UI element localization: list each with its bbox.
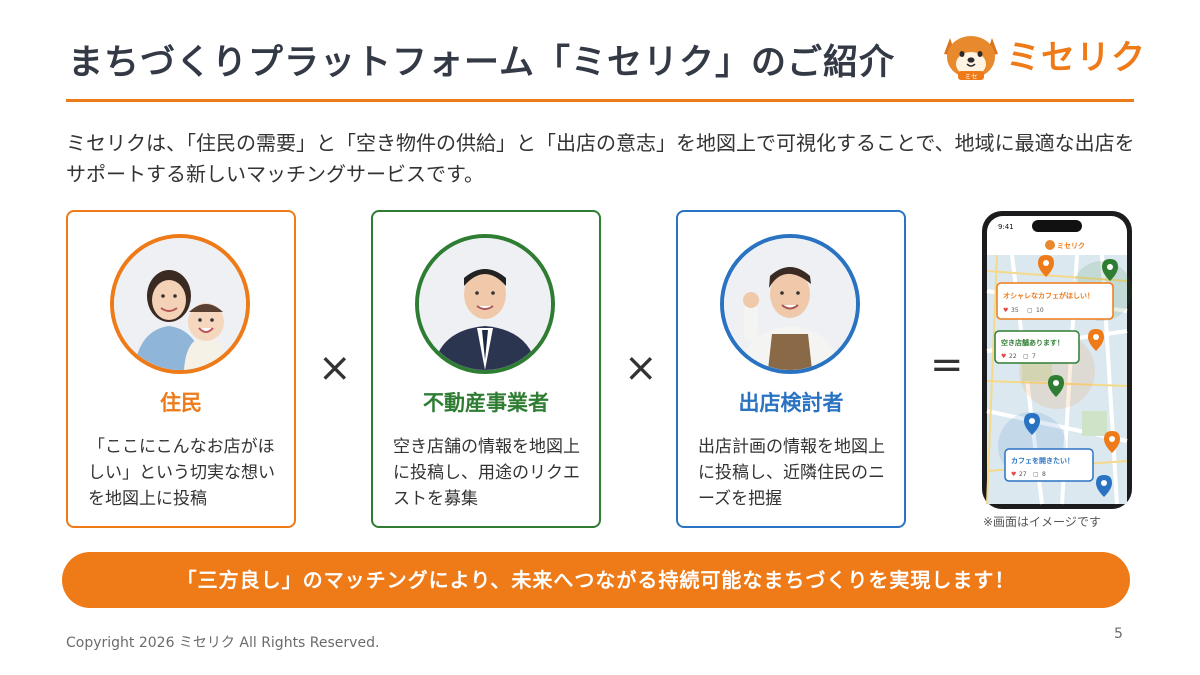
role-label: 住民 (160, 391, 202, 415)
page-number: 5 (1114, 626, 1123, 642)
heart-icon: ♥ (1001, 353, 1006, 360)
mother-child-icon (114, 238, 246, 370)
comment-count: 8 (1042, 471, 1046, 478)
image-note: ※画面はイメージです (983, 515, 1101, 529)
map-pin-icon[interactable] (1104, 431, 1120, 453)
post-bubble[interactable]: オシャレなカフェがほしい！ ♥ 35 ▢ 10 (996, 282, 1114, 320)
heart-icon: ♥ (1011, 471, 1016, 478)
role-description: 「ここにこんなお店がほしい」という切実な想いを地図上に投稿 (88, 437, 275, 509)
heart-icon: ♥ (1003, 307, 1008, 314)
role-label: 出店検討者 (738, 391, 844, 415)
logo-badge: ミセ (965, 73, 978, 81)
map-pin-icon[interactable] (1048, 375, 1064, 397)
equals-operator: = (930, 342, 964, 388)
summary-banner: 「三方良し」のマッチングにより、未来へつながる持続可能なまちづくりを実現します！ (62, 552, 1130, 608)
times-operator: × (318, 345, 352, 391)
card-store-planner: 出店検討者 出店計画の情報を地図上に投稿し、近隣住民のニーズを把握 (676, 210, 906, 528)
intro-text: ミセリクは、「住民の需要」と「空き物件の供給」と「出店の意志」を地図上で可視化す… (66, 131, 1135, 186)
shiba-dog-logo-icon: ミセ (944, 36, 998, 81)
chef-icon (724, 238, 856, 370)
post-text: カフェを開きたい！ (1011, 456, 1074, 465)
like-count: 22 (1009, 353, 1017, 360)
header-divider (66, 99, 1134, 102)
planner-photo (720, 234, 860, 374)
map-pin-icon[interactable] (1038, 255, 1054, 277)
comment-icon: ▢ (1023, 353, 1029, 360)
app-name: ミセリク (1057, 241, 1085, 250)
role-description: 出店計画の情報を地図上に投稿し、近隣住民のニーズを把握 (698, 437, 885, 509)
map-pin-icon[interactable] (1088, 329, 1104, 351)
comment-icon: ▢ (1033, 471, 1039, 478)
realtor-photo (415, 234, 555, 374)
like-count: 27 (1019, 471, 1027, 478)
businessman-icon (419, 238, 551, 370)
post-bubble[interactable]: 空き店舗あります！ ♥ 22 ▢ 7 (994, 330, 1080, 364)
map-pin-icon[interactable] (1096, 475, 1112, 497)
comment-count: 10 (1036, 307, 1044, 314)
logo-text: ミセリク (1006, 38, 1146, 78)
copyright: Copyright 2026 ミセリク All Rights Reserved. (66, 635, 380, 651)
map-pin-icon[interactable] (1024, 413, 1040, 435)
times-operator: × (624, 345, 658, 391)
post-text: 空き店舗あります！ (1001, 338, 1064, 347)
phone-mockup: 9:41 ミセリク オシャレなカフェがほしい！ ♥ 35 ▢ 10 空き店舗あり… (982, 211, 1132, 509)
app-logo-icon (1045, 240, 1055, 250)
role-label: 不動産事業者 (423, 391, 549, 415)
comment-icon: ▢ (1027, 307, 1033, 314)
map-pin-icon[interactable] (1102, 259, 1118, 281)
phone-time: 9:41 (998, 223, 1014, 231)
card-real-estate: 不動産事業者 空き店舗の情報を地図上に投稿し、用途のリクエストを募集 (371, 210, 601, 528)
page-title: まちづくりプラットフォーム「ミセリク」のご紹介 (68, 43, 895, 83)
post-bubble[interactable]: カフェを開きたい！ ♥ 27 ▢ 8 (1004, 448, 1094, 482)
resident-photo (110, 234, 250, 374)
role-description: 空き店舗の情報を地図上に投稿し、用途のリクエストを募集 (393, 437, 580, 509)
like-count: 35 (1011, 307, 1019, 314)
post-text: オシャレなカフェがほしい！ (1003, 291, 1094, 300)
card-resident: 住民 「ここにこんなお店がほしい」という切実な想いを地図上に投稿 (66, 210, 296, 528)
comment-count: 7 (1032, 353, 1036, 360)
